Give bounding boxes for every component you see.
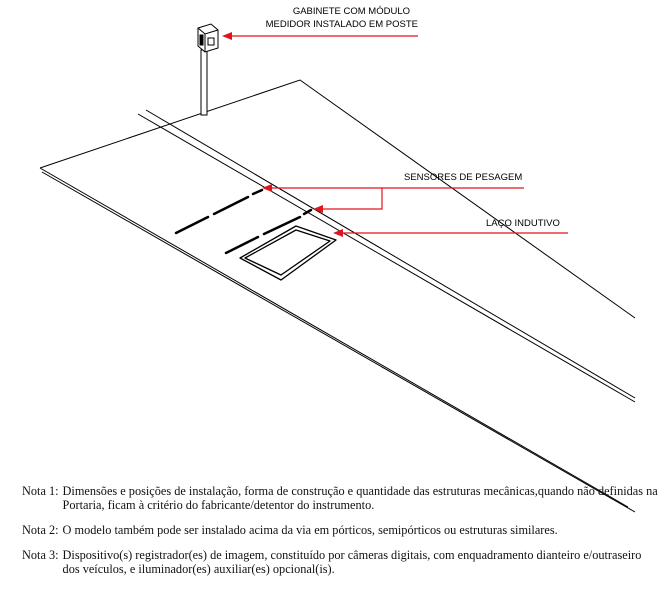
lane-divider-inner [137, 113, 636, 403]
loop-arrowhead [333, 229, 343, 237]
note-label: Nota 3: [22, 548, 59, 562]
callout-arrows [222, 32, 568, 237]
lane-divider [145, 109, 636, 399]
sensor-arrowhead-lower [313, 205, 323, 213]
pole [200, 49, 208, 116]
note-text: O modelo também pode ser instalado acima… [62, 523, 558, 537]
cabinet-arrowhead [222, 32, 232, 40]
note-1: Nota 1: Dimensões e posições de instalaç… [22, 484, 658, 512]
weighing-sensors [174, 188, 313, 255]
sensor-strip [251, 188, 264, 196]
road-left-edge [39, 79, 636, 319]
road-right-edge [39, 167, 629, 508]
note-text: Dimensões e posições de instalação, form… [62, 484, 658, 512]
note-2: Nota 2: O modelo também pode ser instala… [22, 523, 658, 537]
road [39, 79, 636, 513]
inductive-loop [239, 225, 337, 281]
note-label: Nota 1: [22, 484, 59, 498]
cabinet-icon [197, 23, 219, 53]
cabinet-label-line-2: MEDIDOR INSTALADO EM POSTE [266, 19, 418, 30]
sensor-strip [262, 215, 302, 236]
cabinet-label-line-1: GABINETE COM MÓDULO [293, 6, 410, 17]
sensor-strip [224, 235, 260, 255]
sensor-strip [212, 195, 250, 216]
sensor-strip [174, 215, 210, 235]
sensor-strip [302, 208, 313, 216]
sensors-label: SENSORES DE PESAGEM [404, 172, 522, 183]
note-text: Dispositivo(s) registrador(es) de imagem… [62, 548, 642, 576]
notes: Nota 1: Dimensões e posições de instalaç… [22, 484, 658, 587]
sensor-arrowhead-upper [262, 184, 272, 192]
road-outer-edge [41, 171, 636, 513]
note-label: Nota 2: [22, 523, 59, 537]
pole-cabinet [197, 23, 219, 116]
sensor-arrow-line [318, 187, 524, 210]
note-3: Nota 3: Dispositivo(s) registrador(es) d… [22, 548, 658, 576]
loop-label: LAÇO INDUTIVO [486, 218, 560, 229]
